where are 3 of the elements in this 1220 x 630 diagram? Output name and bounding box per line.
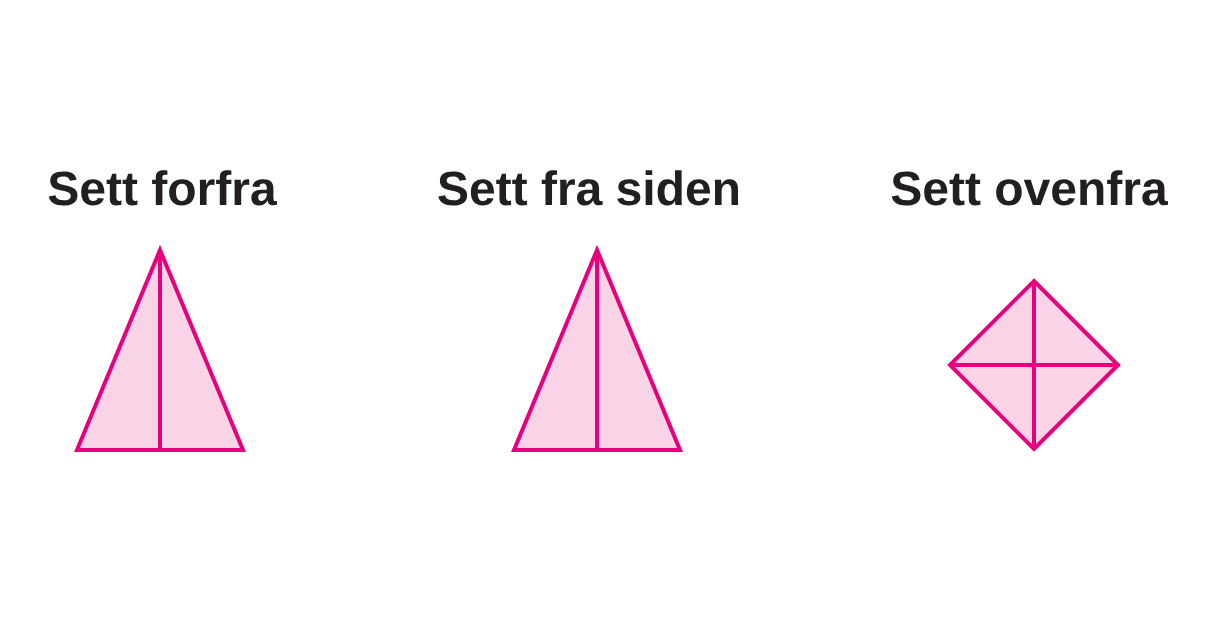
view-heading: Sett ovenfra: [891, 170, 1168, 206]
view-heading: Sett fra siden: [438, 170, 738, 206]
view-heading: Sett forfra: [48, 170, 277, 206]
